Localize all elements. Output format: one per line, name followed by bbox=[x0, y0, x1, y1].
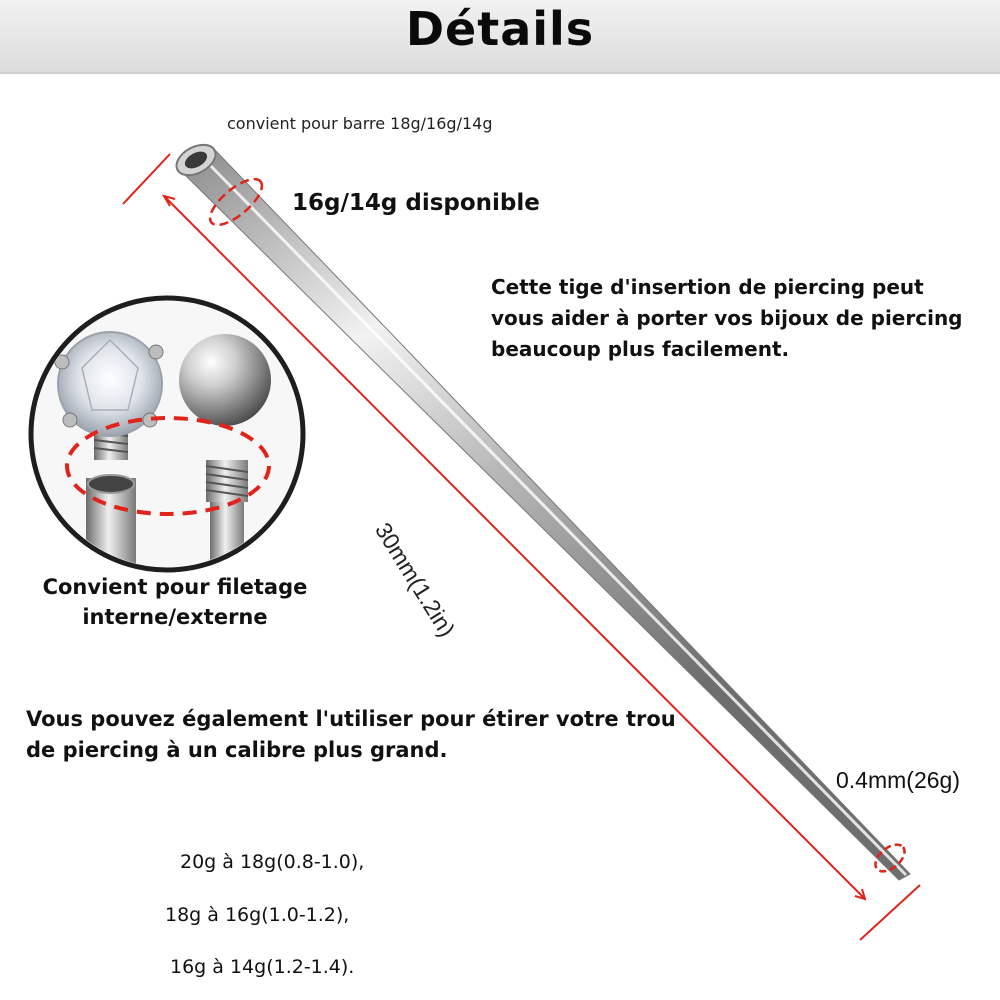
length-dimension bbox=[122, 153, 921, 941]
header-bar: Détails bbox=[0, 0, 1000, 74]
gem-icon bbox=[54, 331, 164, 460]
gauge-range-2: 18g à 16g(1.0-1.2), bbox=[165, 904, 350, 926]
top-gauge-marker bbox=[208, 177, 264, 227]
gauge-range-1: 20g à 18g(0.8-1.0), bbox=[180, 851, 365, 873]
stretch-note: Vous pouvez également l'utiliser pour ét… bbox=[26, 707, 676, 762]
thread-inset bbox=[28, 295, 306, 573]
thread-fit-label: Convient pour filetage interne/externe bbox=[42, 575, 308, 629]
page-title: Détails bbox=[405, 2, 595, 56]
taper-rod bbox=[175, 143, 911, 881]
thread-marker bbox=[65, 416, 271, 516]
product-description: Cette tige d'insertion de piercing peut … bbox=[491, 275, 963, 361]
tip-gauge-marker bbox=[874, 843, 906, 873]
gauge-range-3: 16g à 14g(1.2-1.4). bbox=[170, 956, 355, 978]
steel-ball-icon bbox=[179, 334, 271, 426]
availability-label: 16g/14g disponible bbox=[292, 190, 540, 216]
bar-fit-note: convient pour barre 18g/16g/14g bbox=[227, 114, 493, 133]
tip-size-label: 0.4mm(26g) bbox=[836, 767, 960, 793]
